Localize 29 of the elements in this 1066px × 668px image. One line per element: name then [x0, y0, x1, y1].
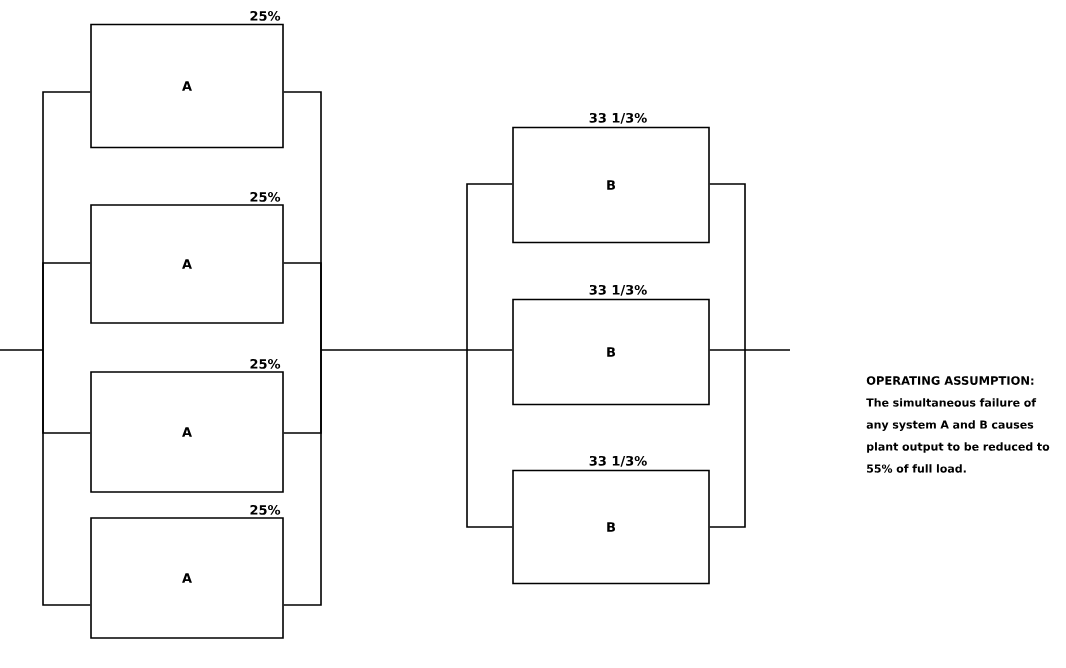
percentage-label: 25% — [250, 504, 281, 515]
connector-line — [466, 349, 513, 528]
connector-line — [283, 262, 322, 351]
connector-line — [42, 349, 91, 606]
connector-line — [283, 349, 322, 606]
percentage-label: 25% — [250, 10, 281, 21]
percentage-label: 33 1/3% — [589, 455, 647, 467]
connector-line — [0, 349, 44, 351]
system-box: A — [90, 204, 284, 324]
system-box: A — [90, 517, 284, 639]
percentage-label: 33 1/3% — [589, 112, 647, 124]
note-heading: OPERATING ASSUMPTION: — [866, 376, 1034, 385]
connector-line — [709, 349, 746, 528]
system-box: A — [90, 371, 284, 493]
connector-line — [466, 349, 513, 351]
system-box: B — [512, 298, 710, 406]
system-box: A — [90, 23, 284, 149]
connector-line — [709, 183, 746, 351]
connector-line — [466, 183, 513, 351]
connector-line — [320, 349, 468, 351]
system-box: B — [512, 126, 710, 244]
connector-line — [42, 262, 91, 351]
percentage-label: 25% — [250, 191, 281, 202]
connector-line — [744, 349, 791, 351]
note-text: The simultaneous failure of any system A and B causes plant output to be reduced to 55% of full load. — [866, 398, 1050, 473]
percentage-label: 25% — [250, 358, 281, 369]
connector-line — [709, 349, 746, 351]
percentage-label: 33 1/3% — [589, 284, 647, 296]
system-box: B — [512, 469, 710, 585]
